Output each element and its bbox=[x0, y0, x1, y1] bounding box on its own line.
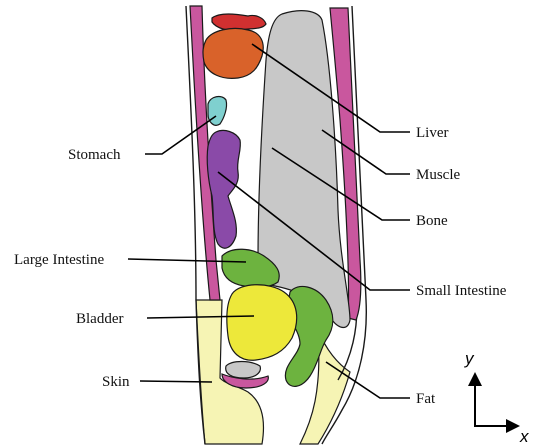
small-intestine-label: Small Intestine bbox=[416, 283, 507, 299]
skin-label: Skin bbox=[102, 374, 130, 390]
x-axis-label: x bbox=[519, 427, 529, 445]
fat-label: Fat bbox=[416, 391, 436, 407]
liver-label: Liver bbox=[416, 125, 448, 141]
large-intestine-label: Large Intestine bbox=[14, 252, 104, 268]
y-axis-label: y bbox=[464, 349, 475, 368]
bladder bbox=[227, 285, 297, 361]
small-bone-lower bbox=[226, 362, 261, 379]
y-axis-arrowhead bbox=[468, 372, 482, 386]
skin-leader bbox=[140, 381, 212, 382]
bone-label: Bone bbox=[416, 213, 448, 229]
x-axis-arrowhead bbox=[506, 419, 520, 433]
stomach bbox=[208, 97, 227, 126]
stomach-label: Stomach bbox=[68, 147, 121, 163]
bladder-label: Bladder bbox=[76, 311, 123, 327]
muscle-label: Muscle bbox=[416, 167, 461, 183]
liver bbox=[203, 28, 263, 78]
